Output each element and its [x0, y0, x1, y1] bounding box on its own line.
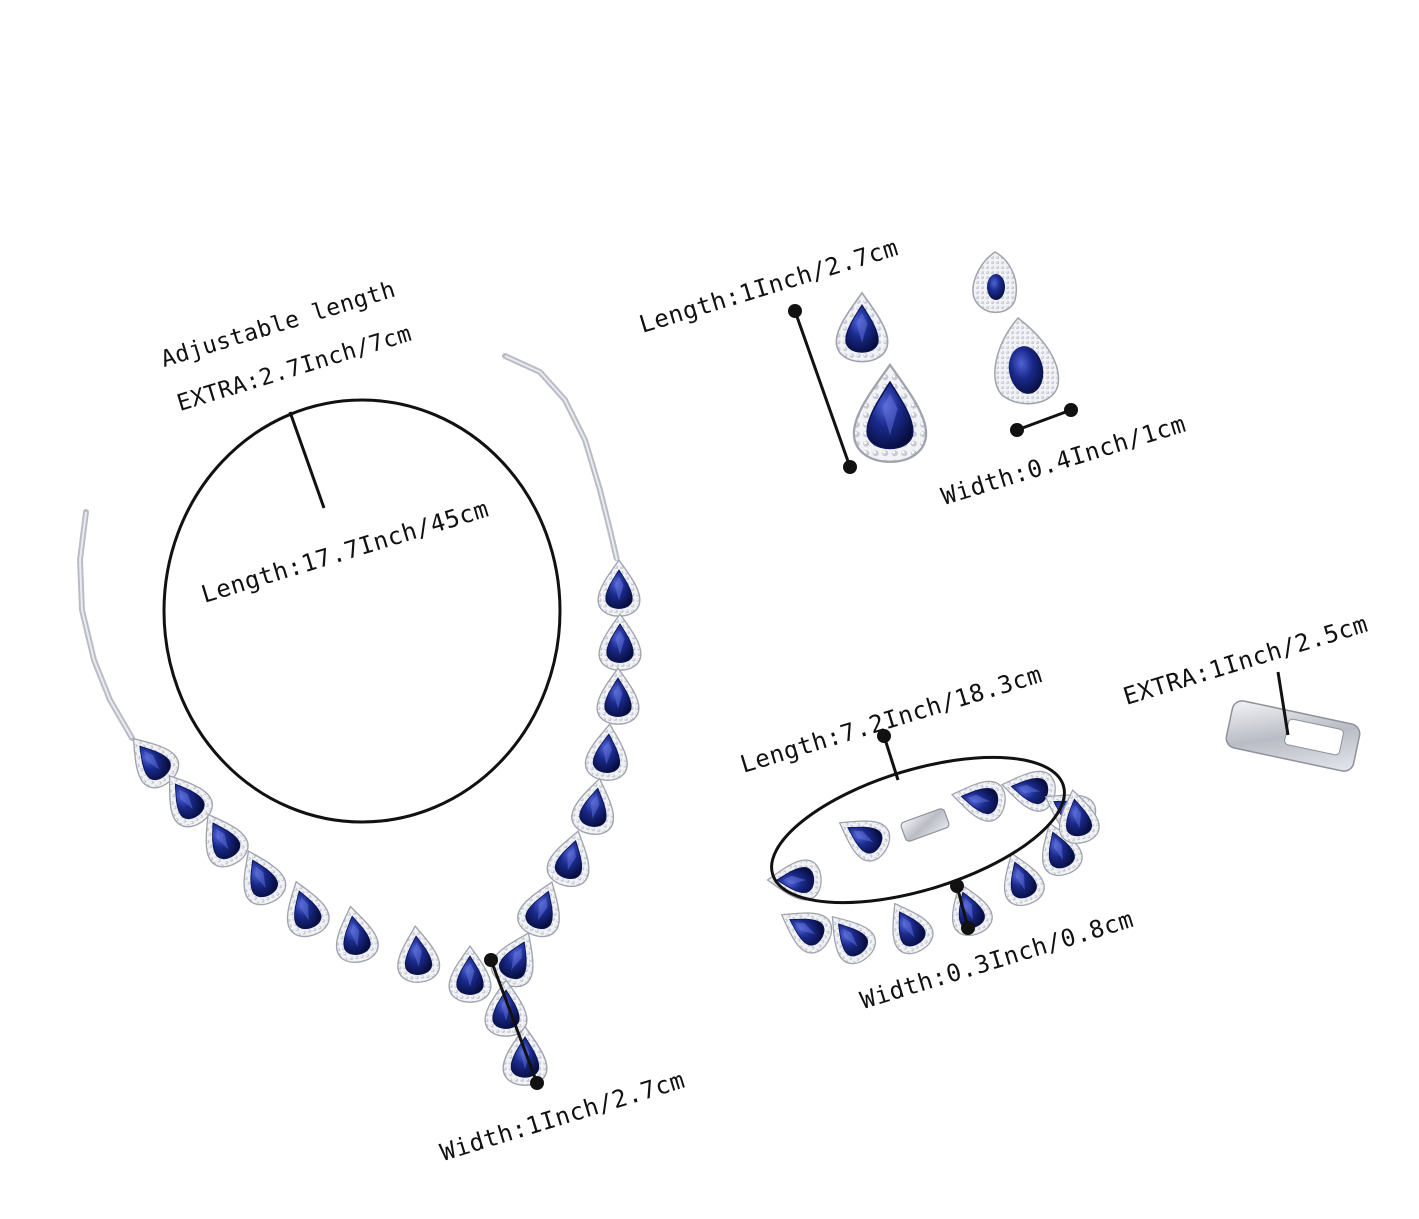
necklace-chain — [76, 353, 620, 741]
bracelet-gem — [992, 845, 1050, 912]
chain-segment — [76, 509, 135, 741]
earring-width-line — [1016, 408, 1072, 432]
necklace-gem — [568, 774, 621, 839]
bracelet-gem — [876, 893, 940, 961]
necklace-extra-line — [288, 411, 326, 509]
measure-dot — [843, 460, 857, 474]
necklace-gem — [598, 613, 642, 671]
bracelet-gem — [829, 804, 897, 868]
necklace-gem — [597, 559, 641, 617]
bracelet — [766, 764, 1103, 972]
clasp-extra-line — [1276, 671, 1290, 736]
pendant-width-line — [489, 959, 539, 1084]
bracelet-gem — [997, 764, 1059, 815]
earring-drop-gem — [1008, 346, 1044, 394]
necklace-length-circle — [162, 398, 562, 824]
necklace-gem — [448, 945, 492, 1003]
bracelet-length-ellipse — [770, 755, 1066, 905]
measurement-lines — [162, 304, 1290, 1090]
necklace-gem — [596, 667, 640, 725]
bracelet-gem — [771, 896, 839, 960]
measure-dot — [877, 729, 891, 743]
measure-dot — [1064, 403, 1078, 417]
measure-dot — [950, 879, 964, 893]
earring-drop-gem — [852, 363, 928, 463]
bracelet-clasp — [900, 808, 950, 842]
earring-left — [835, 292, 928, 463]
measure-dot — [530, 1076, 544, 1090]
bracelet-width-line — [955, 885, 970, 929]
earring-top-gem — [835, 292, 889, 363]
earring-length-line — [793, 310, 852, 468]
measure-dot — [961, 921, 975, 935]
measure-dot — [788, 304, 802, 318]
measure-dot — [1010, 423, 1024, 437]
bracelet-gem — [947, 774, 1009, 825]
earring-right — [972, 251, 1060, 405]
extender-clasp — [1225, 700, 1361, 772]
measure-dot — [484, 953, 498, 967]
earring-top-gem — [987, 274, 1005, 300]
bracelet-length-line — [882, 735, 900, 781]
necklace-gem — [542, 825, 600, 892]
necklace-gem — [583, 721, 632, 783]
necklace-gem — [329, 902, 382, 967]
necklace-gem — [393, 923, 442, 985]
chain-segment — [502, 353, 620, 563]
pendant-gem — [484, 979, 528, 1037]
